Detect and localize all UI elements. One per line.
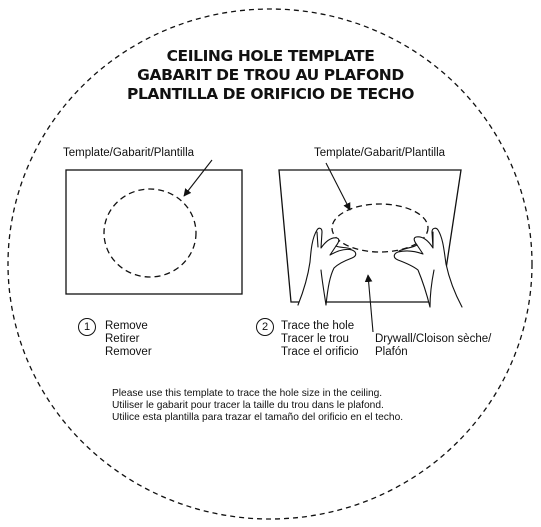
template-sheet-left	[65, 169, 243, 295]
instruction-english: Please use this template to trace the ho…	[112, 388, 383, 399]
drywall-pointer-arrow	[364, 274, 374, 333]
traced-hole-outline	[331, 203, 429, 253]
step-2-text-spanish: Trace el orificio	[281, 346, 359, 358]
title-french: GABARIT DE TROU AU PLAFOND	[137, 66, 404, 84]
step-1-text-english: Remove	[105, 320, 148, 332]
step-2-number-badge: 2	[256, 318, 274, 336]
template-pointer-arrow-left	[183, 159, 213, 197]
right-hand-drawing	[393, 227, 463, 308]
left-hand-drawing	[297, 227, 357, 306]
hole-outline-left	[103, 188, 197, 278]
template-cut-circle	[7, 8, 533, 520]
step-2-text-english: Trace the hole	[281, 320, 355, 332]
step-1-text-spanish: Remover	[105, 346, 152, 358]
title-english: CEILING HOLE TEMPLATE	[166, 47, 375, 65]
title-spanish: PLANTILLA DE ORIFICIO DE TECHO	[126, 85, 415, 103]
template-pointer-arrow-right	[325, 162, 351, 211]
instruction-spanish: Utilice esta plantilla para trazar el ta…	[112, 412, 404, 423]
instruction-french: Utiliser le gabarit pour tracer la taill…	[112, 400, 384, 411]
step-2-text-french: Tracer le trou	[281, 333, 349, 345]
template-label-left: Template/Gabarit/Plantilla	[63, 147, 195, 159]
drywall-label-line-1: Drywall/Cloison sèche/	[375, 333, 492, 345]
step-1-text-french: Retirer	[105, 333, 140, 345]
template-label-right: Template/Gabarit/Plantilla	[314, 147, 446, 159]
drywall-label-line-2: Plafón	[375, 346, 408, 358]
step-1-number-badge: 1	[78, 318, 96, 336]
